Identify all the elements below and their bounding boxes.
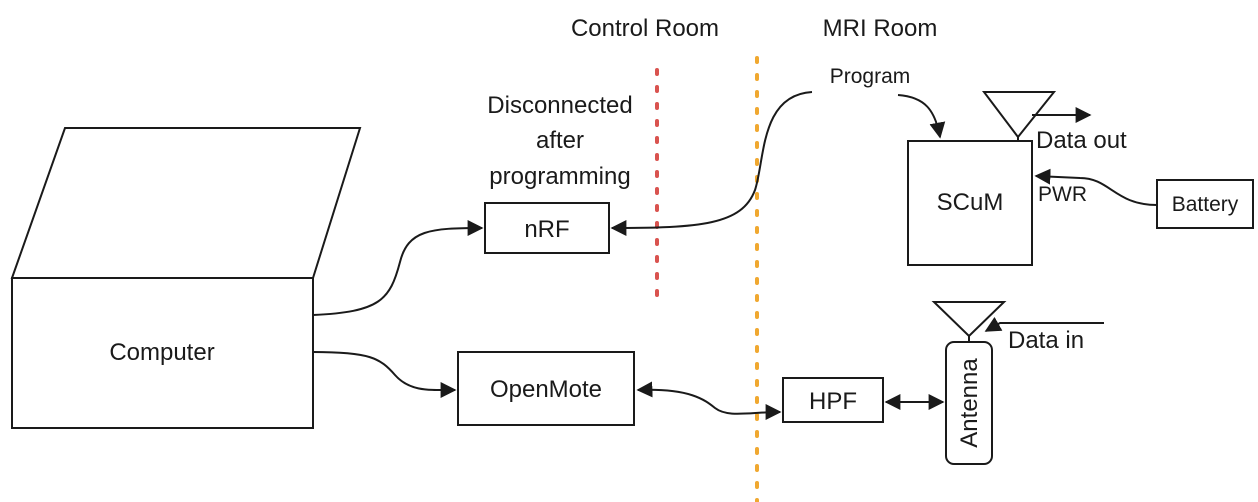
nrf-label: nRF	[524, 216, 569, 243]
battery-box	[1156, 179, 1254, 229]
computer-to-openmote-link	[312, 351, 457, 399]
openmote-hpf-link	[636, 381, 782, 421]
disconnected-line-1: Disconnected	[487, 92, 632, 119]
rx-antenna-icon	[931, 301, 1007, 338]
data-in-label: Data in	[1008, 327, 1084, 354]
hpf-label: HPF	[809, 388, 857, 415]
disconnected-note: Disconnected after programming	[487, 92, 632, 190]
program-to-scum-link	[897, 94, 946, 139]
battery-to-scum-link	[1034, 168, 1158, 206]
computer-box	[11, 277, 314, 429]
data-out-label: Data out	[1036, 127, 1127, 154]
nrf-box	[484, 202, 610, 254]
laptop-screen	[10, 127, 362, 279]
computer-to-nrf-link	[312, 220, 484, 316]
openmote-label: OpenMote	[490, 376, 602, 403]
battery-label: Battery	[1172, 193, 1239, 216]
scum-label: SCuM	[937, 189, 1004, 216]
mri-room-label: MRI Room	[823, 15, 938, 42]
openmote-box	[457, 351, 635, 426]
pwr-label: PWR	[1038, 183, 1087, 206]
disconnected-line-3: programming	[489, 163, 630, 190]
data-in-arrow	[984, 316, 1104, 332]
disconnected-line-2: after	[536, 127, 584, 154]
program-label: Program	[830, 65, 911, 88]
computer-laptop: Computer	[10, 127, 362, 429]
scum-box	[907, 140, 1033, 266]
computer-label: Computer	[109, 339, 214, 366]
hpf-box	[782, 377, 884, 423]
control-room-label: Control Room	[571, 15, 719, 42]
program-to-nrf-link	[610, 91, 813, 236]
antenna-label: Antenna	[956, 358, 983, 448]
